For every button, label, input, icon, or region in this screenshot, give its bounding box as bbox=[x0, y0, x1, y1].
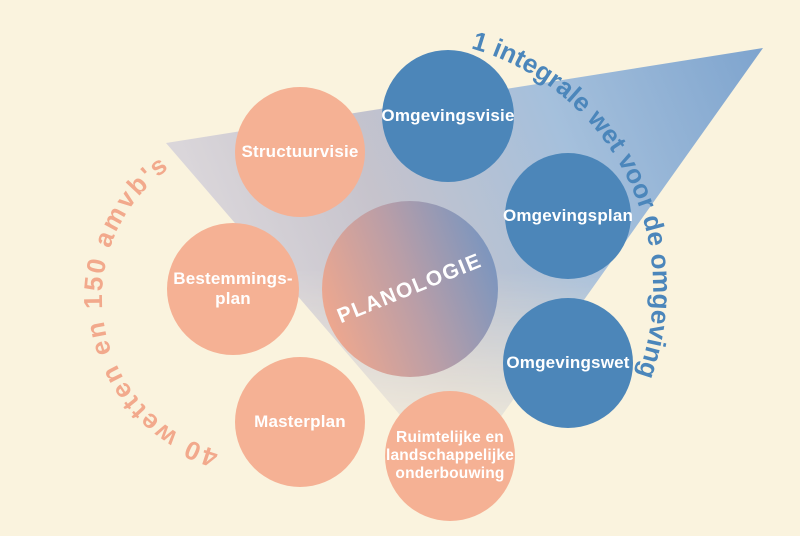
circle-masterplan-label: Masterplan bbox=[254, 411, 346, 431]
circle-masterplan: Masterplan bbox=[235, 357, 365, 487]
circle-planologie-center: PLANOLOGIE bbox=[322, 201, 498, 377]
circle-omgevingsplan: Omgevingsplan bbox=[502, 153, 634, 279]
circle-ruimtelijke-label: Ruimtelijke en landschappelijke onderbou… bbox=[385, 428, 515, 483]
circle-omgevingswet: Omgevingswet bbox=[503, 298, 633, 428]
circle-omgevingsvisie-label: Omgevingsvisie bbox=[381, 105, 515, 125]
circle-omgevingsplan-label: Omgevingsplan bbox=[502, 205, 634, 225]
circle-structuurvisie-label: Structuurvisie bbox=[241, 141, 359, 161]
circle-bestemmingsplan: Bestemmings- plan bbox=[167, 223, 299, 355]
circle-ruimtelijke-onderbouwing: Ruimtelijke en landschappelijke onderbou… bbox=[385, 391, 515, 521]
circle-structuurvisie: Structuurvisie bbox=[235, 87, 365, 217]
circle-bestemmingsplan-label: Bestemmings- plan bbox=[173, 268, 293, 308]
circle-omgevingswet-label: Omgevingswet bbox=[506, 352, 630, 372]
circle-omgevingsvisie: Omgevingsvisie bbox=[381, 50, 515, 182]
planologie-label: PLANOLOGIE bbox=[334, 248, 486, 328]
